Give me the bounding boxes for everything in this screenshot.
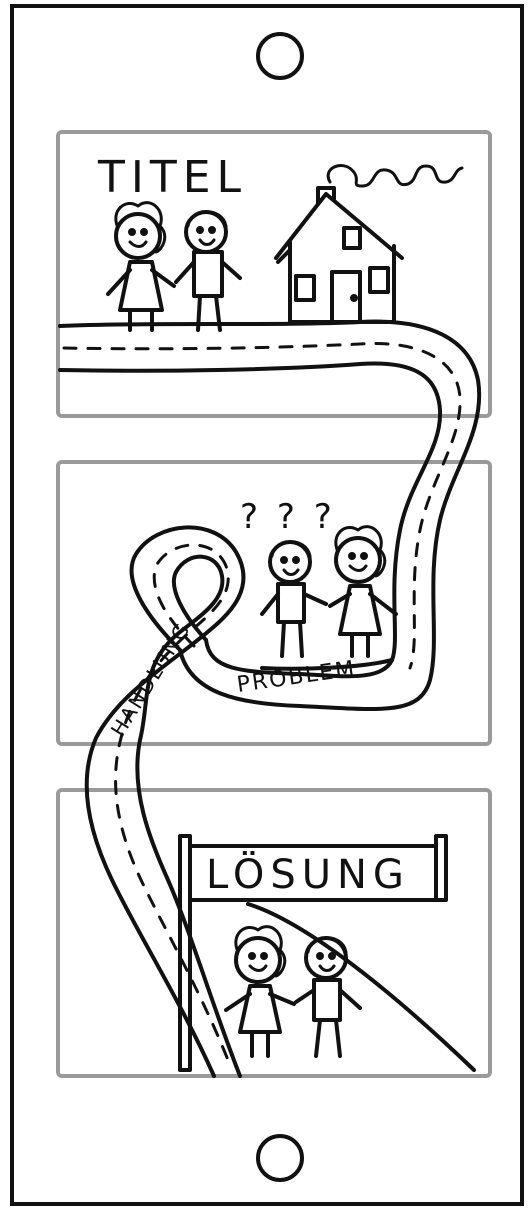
question-marks: ? ? ? [240,497,336,537]
house-drawing [276,166,462,322]
kids-solution-panel [226,927,360,1056]
winding-road [60,322,479,1076]
punch-hole-bottom [258,1136,302,1180]
title-label: TITEL [97,152,247,203]
punch-hole-top [258,34,302,78]
kids-title-panel [108,203,240,330]
plot-label: HANDLUNG [106,617,195,740]
solution-label: LÖSUNG [206,850,410,898]
kids-problem-panel [262,527,396,656]
problem-label: PROBLEM [235,656,357,697]
